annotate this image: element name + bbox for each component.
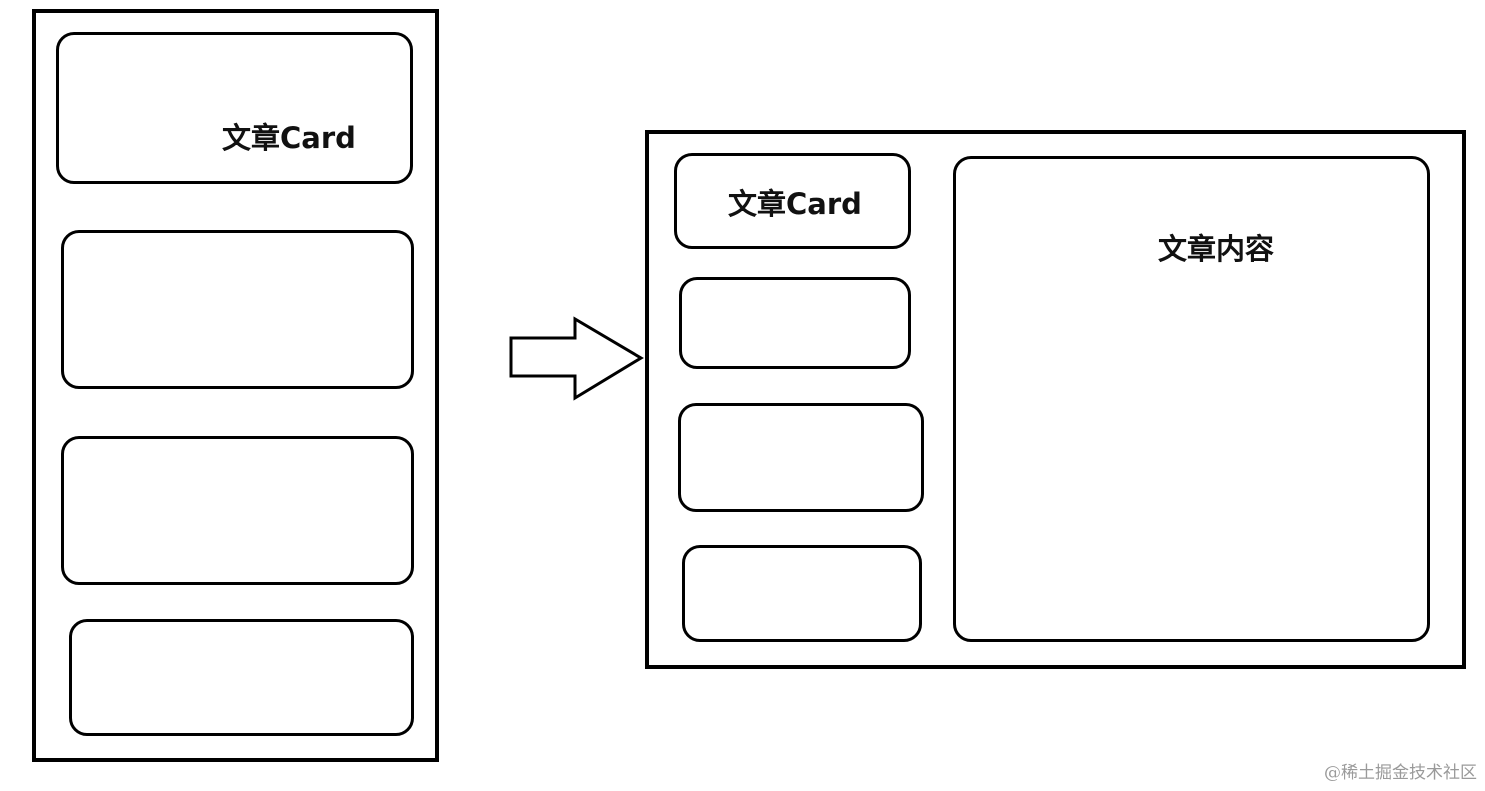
left-article-card-2 (61, 230, 414, 389)
left-article-card-3 (61, 436, 414, 585)
right-article-card-1-label: 文章Card (728, 187, 862, 221)
left-article-card-1 (56, 32, 413, 184)
watermark-text: @稀土掘金技术社区 (1324, 763, 1477, 783)
left-article-card-4 (69, 619, 414, 736)
right-arrow-icon (509, 316, 644, 401)
article-content-panel (953, 156, 1430, 642)
right-article-card-4 (682, 545, 922, 642)
right-article-card-2 (679, 277, 911, 369)
article-content-label: 文章内容 (1158, 232, 1275, 266)
left-article-card-1-label: 文章Card (222, 121, 356, 155)
right-article-card-1 (674, 153, 911, 249)
right-article-card-3 (678, 403, 924, 512)
